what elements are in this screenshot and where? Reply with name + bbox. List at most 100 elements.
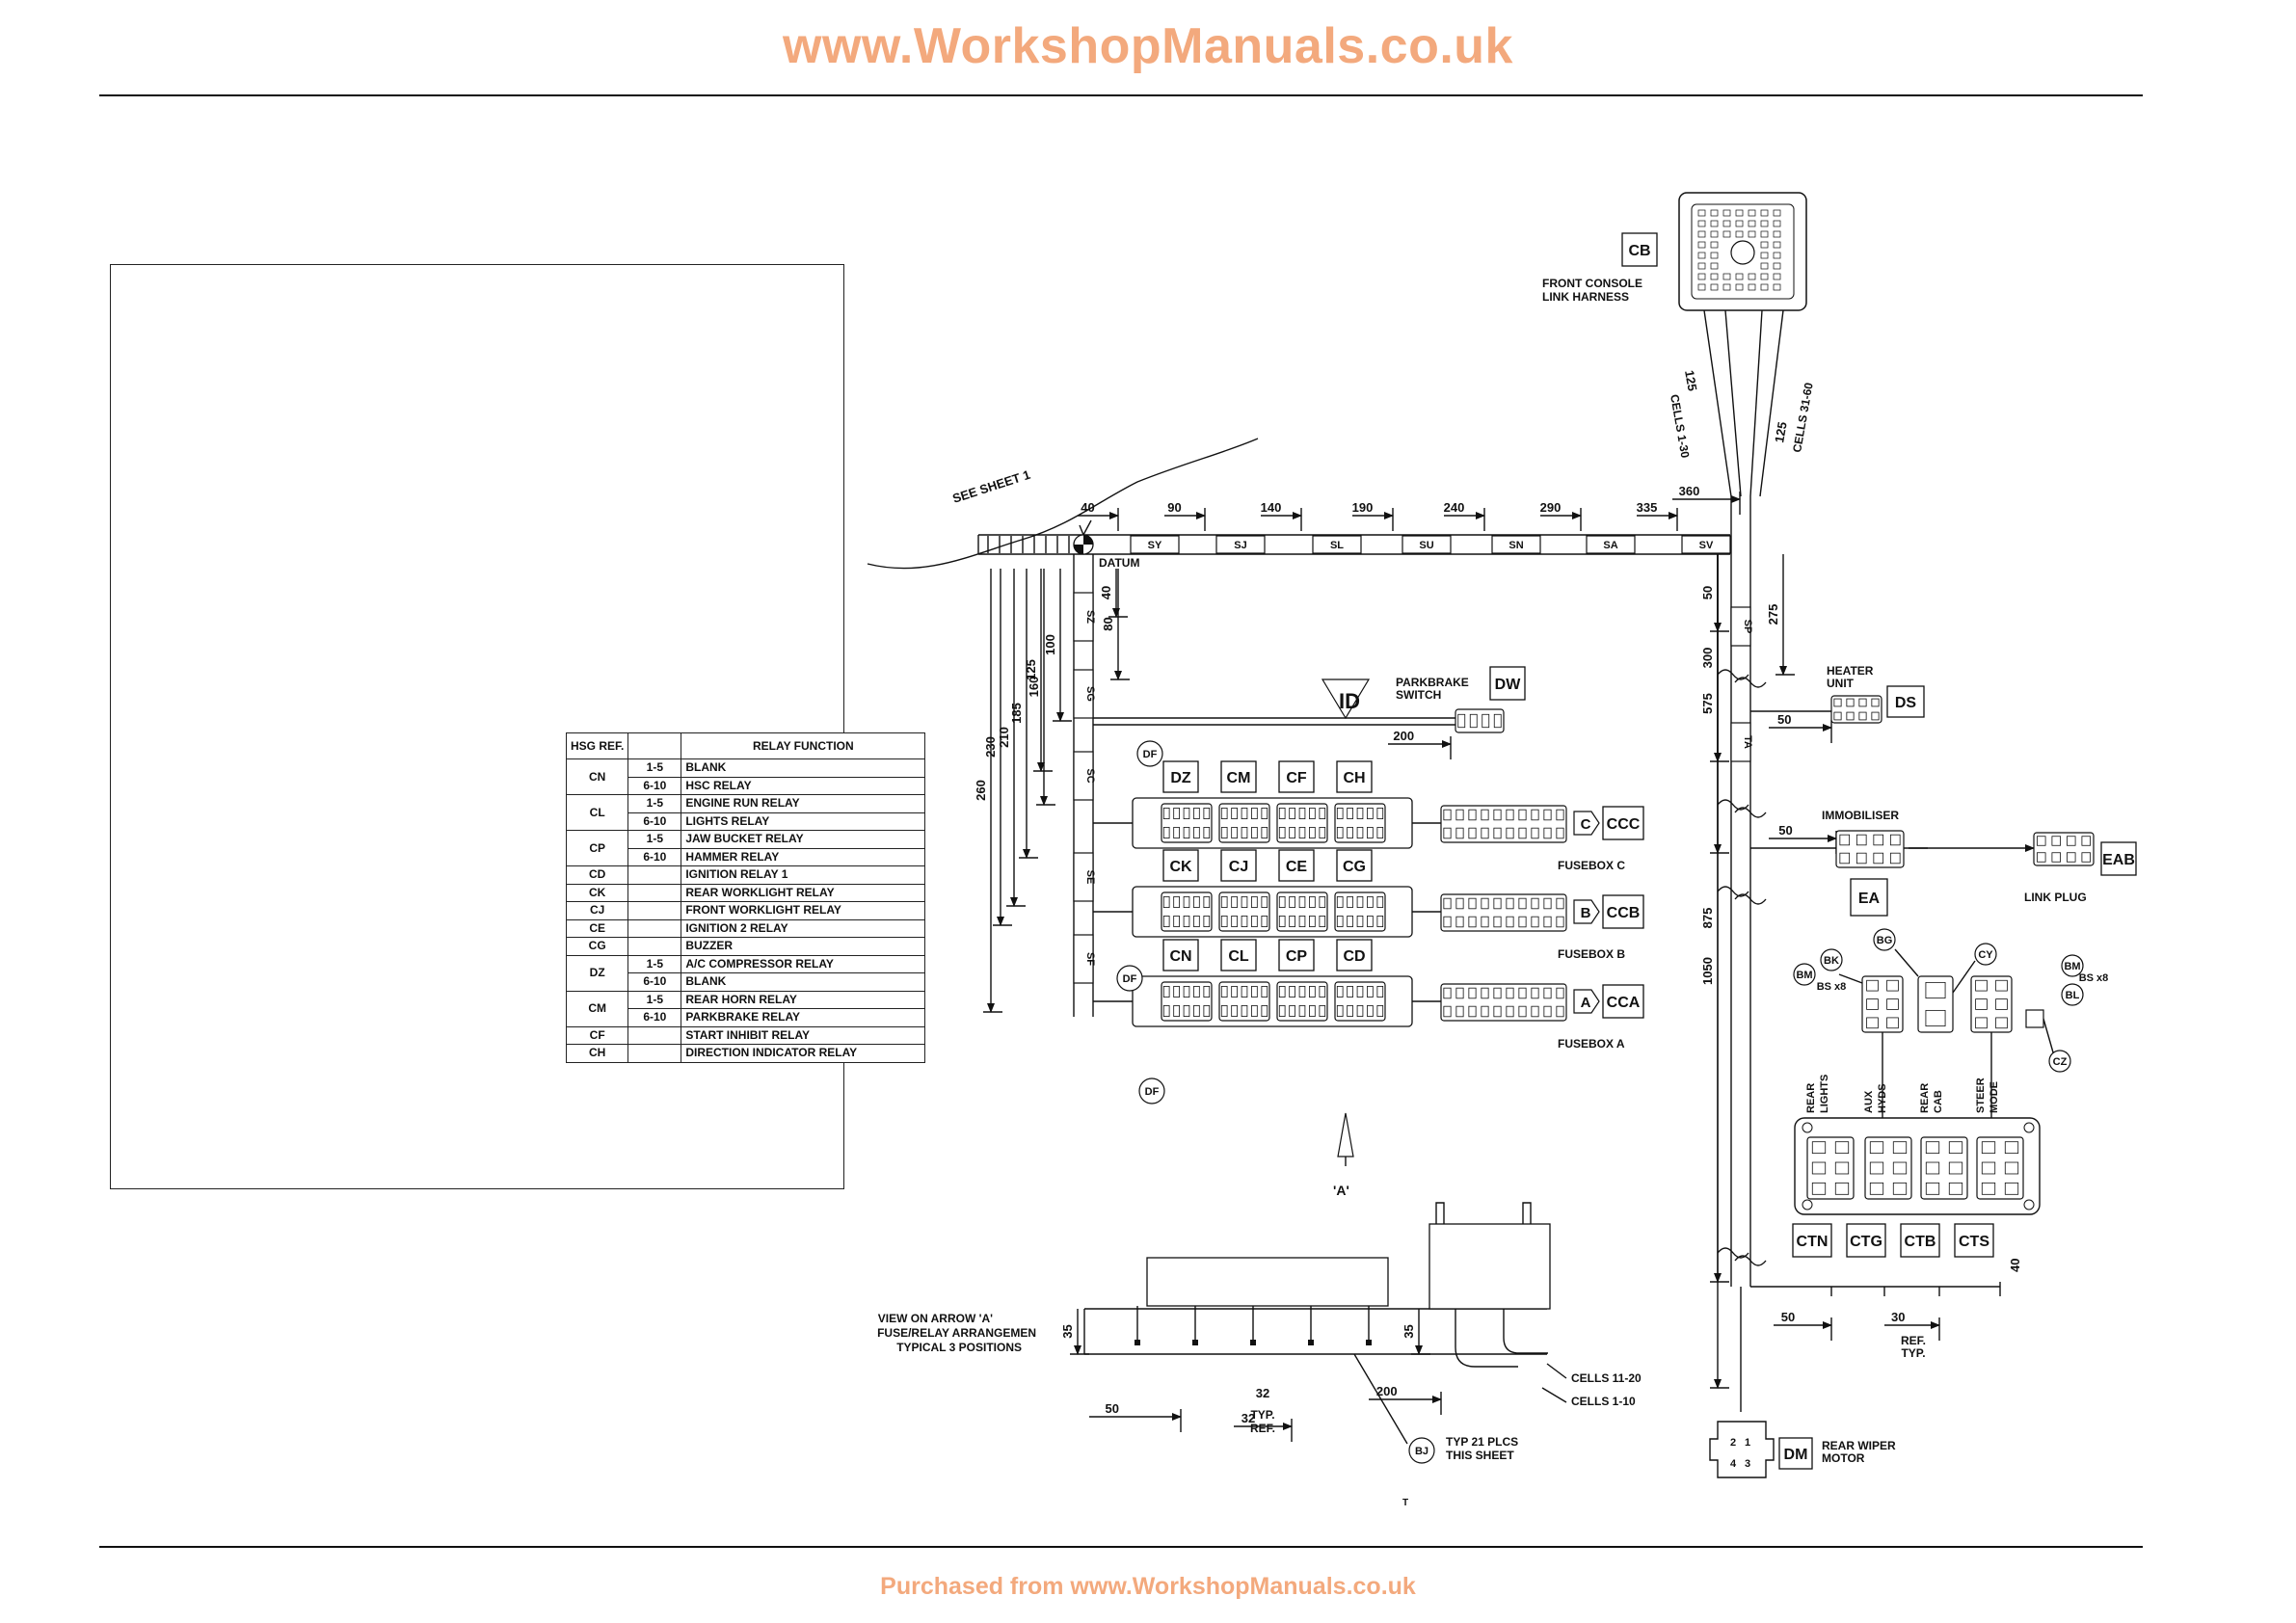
hex-b-hex (1573, 899, 1600, 924)
code-cg-box (1336, 849, 1373, 882)
relay-housing-cf-pin (1278, 808, 1286, 820)
sleeve-sn-sleeve (1491, 535, 1541, 554)
console-pin (1710, 262, 1719, 270)
relay-housing-cm-pin (1251, 827, 1258, 839)
fusebox-connector-c-pin (1455, 827, 1464, 839)
relay-housing-ck-pin (1203, 916, 1211, 928)
immobiliser-connector-pin (1839, 834, 1851, 846)
relay-housing-ch-pin (1347, 808, 1353, 820)
code-ctn-label: CTN (1797, 1234, 1829, 1250)
console-pin (1697, 273, 1706, 280)
dim-d290-label: 290 (1540, 500, 1562, 515)
arrow-a-symbol (1337, 1112, 1354, 1157)
relay-housing-cd-pin (1347, 986, 1353, 998)
dim-d190-label: 190 (1352, 500, 1374, 515)
immobiliser-connector (1835, 830, 1905, 868)
view-pin-foot (1250, 1340, 1256, 1345)
connector-bk-pin (1886, 1017, 1899, 1029)
relay-housing-cn-pin (1173, 986, 1180, 998)
relay-housing-cl-pin (1241, 986, 1248, 998)
code-dw-box (1489, 666, 1526, 701)
console-pin (1748, 220, 1756, 227)
sleeve-sn-label: SN (1508, 540, 1523, 551)
dim-d185-label: 185 (1009, 703, 1024, 724)
connector-bk-pin (1886, 998, 1899, 1010)
dim-d35a-label: 35 (1060, 1324, 1075, 1338)
circle-bl-circle (2061, 983, 2084, 1006)
sleeve-sg-label: SG (1084, 686, 1096, 702)
circle-bj-label: BJ (1415, 1446, 1428, 1457)
circle-cy-circle (1974, 943, 1997, 966)
fusebox-connector-b-pin (1518, 916, 1527, 928)
console-pin (1773, 220, 1781, 227)
code-ce-label: CE (1286, 859, 1308, 875)
fusebox-connector-a-pin (1556, 1005, 1564, 1018)
break-mark (1717, 1247, 1749, 1259)
datum-symbol (1074, 535, 1093, 554)
relay-housing-cj-pin (1231, 916, 1238, 928)
fusebox-connector-c-pin (1481, 827, 1489, 839)
console-pin (1722, 283, 1731, 291)
link-plug-connector-pin (2067, 836, 2076, 846)
circle-bj-circle (1408, 1437, 1435, 1464)
relay-housing-cn-pin (1183, 986, 1190, 998)
fusebox-connector-b-pin (1518, 897, 1527, 910)
sleeve-sf-label: SF (1084, 952, 1096, 966)
relay-housing-cj-pin (1261, 896, 1268, 909)
code-cp-label: CP (1286, 948, 1308, 965)
parkbrake-connector-pin (1493, 713, 1502, 729)
harness-shapes (1073, 192, 2137, 1478)
code-cn-label: CN (1169, 948, 1191, 965)
relay-housing-cn-pin (1203, 1005, 1211, 1018)
sleeve-sp-label: SP (1742, 620, 1753, 634)
fusebox-connector-a-pin (1543, 987, 1552, 999)
view-label-3: TYPICAL 3 POSITIONS (896, 1341, 1022, 1354)
connector-bk-pin (1866, 979, 1879, 992)
relay-housing-ch-pin (1356, 808, 1364, 820)
code-ctb-box (1900, 1223, 1940, 1258)
heater-connector-pin (1833, 698, 1842, 707)
code-ck-label: CK (1169, 859, 1192, 875)
relay-housing-cg-pin (1376, 896, 1384, 909)
relay-housing-ce-pin (1309, 916, 1316, 928)
label-steer_mode-2: MODE (1989, 1081, 2000, 1113)
connector-bl-pin (1995, 979, 2008, 992)
dim-d300-label: 300 (1700, 648, 1715, 669)
heater-connector-pin (1871, 698, 1880, 707)
ref-label-2: REF. (1250, 1422, 1275, 1435)
relay-housing-cn-pin (1203, 986, 1211, 998)
console-pin (1773, 252, 1781, 259)
relay-housing-cl-pin (1241, 1005, 1248, 1018)
datum-label: DATUM (1099, 556, 1139, 570)
datum-pointer (1079, 519, 1092, 537)
wire-cz (2042, 1018, 2054, 1053)
label-fusebox_b: FUSEBOX B (1558, 947, 1625, 961)
console-pin (1722, 273, 1731, 280)
break-mark (1734, 807, 1767, 818)
pin-1-label: 1 (1745, 1437, 1750, 1449)
code-eab-box (2100, 841, 2137, 876)
arrow-a-label: 'A' (1333, 1183, 1349, 1198)
hex-b-label: B (1581, 905, 1591, 921)
code-cj-label: CJ (1229, 859, 1248, 875)
relay-housing-ck-pin (1193, 896, 1200, 909)
cells-11-20-leader (1546, 1363, 1567, 1379)
connector-bl-pin (1975, 979, 1988, 992)
see-sheet-label: SEE SHEET 1 (950, 467, 1031, 506)
circle-bk-circle (1820, 948, 1843, 971)
console-pin (1748, 273, 1756, 280)
immobiliser-connector-pin (1873, 834, 1884, 846)
code-ccb-label: CCB (1607, 905, 1641, 921)
break-mark (1734, 1255, 1767, 1266)
heater-connector-pin (1858, 711, 1867, 721)
panel-connector-steer_mode-pin (2004, 1161, 2019, 1175)
sleeve-su-sleeve (1402, 535, 1452, 554)
relay-housing-dz-pin (1183, 808, 1190, 820)
console-pin (1722, 230, 1731, 238)
panel-connector-rear_cab-pin (1948, 1182, 1963, 1195)
relay-housing-cd-pin (1356, 986, 1364, 998)
